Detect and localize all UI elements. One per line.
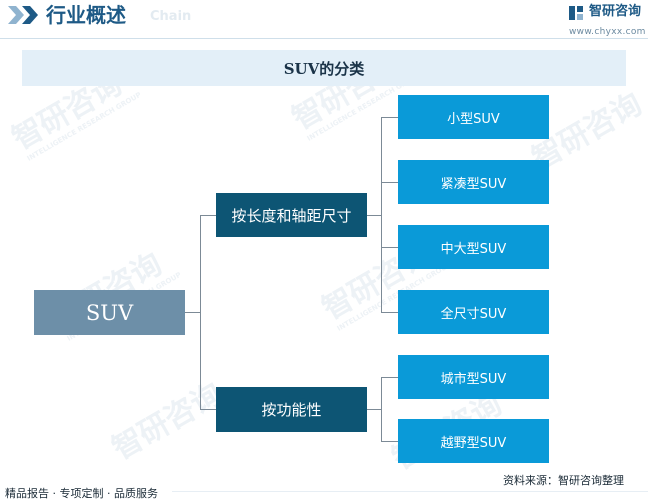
connector-leaf-1 <box>381 117 398 118</box>
leaf-node-small-suv: 小型SUV <box>398 95 549 139</box>
logo-icon <box>569 6 583 20</box>
leaf-node-compact-suv: 紧凑型SUV <box>398 160 549 204</box>
connector-leaf-5 <box>381 377 398 378</box>
connector-leaf-2 <box>381 182 398 183</box>
header-divider <box>0 38 648 39</box>
footer-divider <box>172 491 648 492</box>
leaf-node-fullsize-suv: 全尺寸SUV <box>398 290 549 334</box>
leaf-node-urban-suv: 城市型SUV <box>398 355 549 399</box>
connector-leaf-4 <box>381 312 398 313</box>
connector-to-cat2 <box>200 409 216 410</box>
section-subtitle: Chain <box>150 9 192 24</box>
logo-url: www.chyxx.com <box>569 27 646 37</box>
leaf-node-midsize-suv: 中大型SUV <box>398 225 549 269</box>
connector-root-out <box>185 312 201 313</box>
connector-leaf-3 <box>381 247 398 248</box>
diagram-title: SUV的分类 <box>22 50 626 86</box>
source-note: 资料来源：智研咨询整理 <box>503 474 624 487</box>
connector-cat2-out <box>367 409 382 410</box>
category-node-function: 按功能性 <box>216 387 367 432</box>
connector-cat1-out <box>367 215 382 216</box>
logo-name: 智研咨询 <box>589 4 642 19</box>
connector-root-trunk <box>200 215 201 410</box>
leaf-node-offroad-suv: 越野型SUV <box>398 419 549 463</box>
root-node: SUV <box>34 290 185 335</box>
connector-to-cat1 <box>200 215 216 216</box>
watermark-text: 智研咨询 <box>107 377 228 467</box>
category-node-size: 按长度和轴距尺寸 <box>216 193 367 237</box>
connector-cat2-trunk <box>381 377 382 442</box>
connector-leaf-6 <box>381 441 398 442</box>
connector-cat1-trunk <box>381 117 382 312</box>
watermark-subtext: INTELLIGENCE RESEARCH GROUP <box>26 91 143 163</box>
footer-services: 精品报告 · 专项定制 · 品质服务 <box>5 487 158 500</box>
chevron-right-icon <box>8 6 38 24</box>
section-title: 行业概述 <box>46 3 126 27</box>
